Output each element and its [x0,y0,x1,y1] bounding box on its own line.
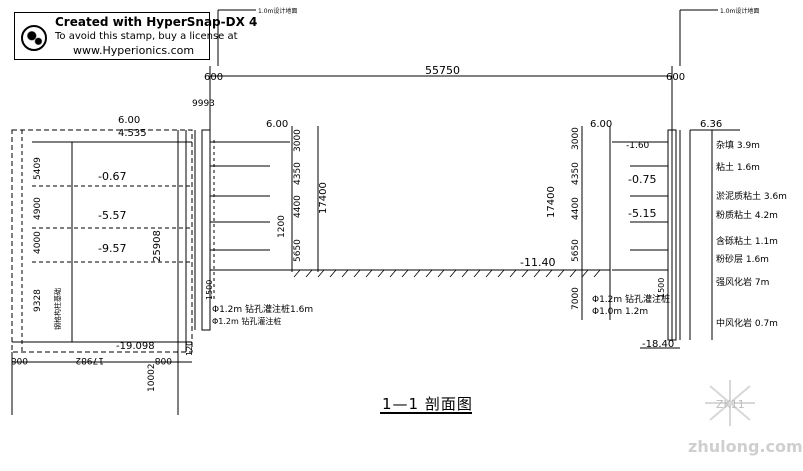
stamp-line-3: www.Hyperionics.com [73,44,195,57]
level-957: -9.57 [98,242,126,255]
left-total: 25908 [152,230,163,262]
inner-left-h2: 4350 [293,162,303,185]
left-h3: 4000 [33,231,43,254]
inner-left-h5: 5650 [293,239,303,262]
mid-left-a: 6.00 [266,119,288,130]
stamp-line-1: Created with HyperSnap-DX 4 [55,15,258,29]
section-title: 1—1 剖面图 [382,395,473,413]
top-left-a: 6.00 [118,115,140,126]
right-wall-gap: 1500 [657,278,666,298]
top-tag-right: 1.0m设计地面 [720,7,759,15]
left-pile-note: Φ1.2m 钻孔灌注桩1.6m [212,303,313,315]
soil-3: 淤泥质粘土 3.6m [716,190,787,202]
pit-hatch [293,269,601,278]
inner-right-h1: 3000 [571,127,581,150]
watermark-tag: ZK11 [716,398,745,411]
section-diagram: 55750 600 600 9993 6.00 4.535 6.00 6.00 … [11,7,787,415]
left-frame-outline [11,129,193,353]
title-underline [380,412,472,414]
inner-right-h4: 5650 [571,239,581,262]
soil-1: 杂填 3.9m [716,139,760,151]
left-bottom-a: 008 [11,355,28,365]
soil-6: 粉砂层 1.6m [716,253,769,265]
top-left-b: 4.535 [118,128,147,139]
watermark-text: zhulong.com [688,437,803,456]
level-pit: -11.40 [520,256,555,269]
stamp-line-2: To avoid this stamp, buy a license at [55,31,238,42]
level-19098: -19.098 [116,341,155,352]
top-tag-left: 1.0m设计地面 [258,7,297,15]
inner-left-h4: 1200 [277,215,287,238]
mid-right-a: 6.00 [590,119,612,130]
inner-left-h3: 4400 [293,195,303,218]
inner-left-total: 17400 [318,182,329,214]
left-wall-gap: 1500 [205,280,214,300]
soil-7: 强风化岩 7m [716,276,769,288]
small-left-dim: 9993 [192,99,215,109]
right-wall-dim: 600 [666,72,685,83]
section-drawing: 55750 600 600 9993 6.00 4.535 6.00 6.00 … [11,7,803,456]
soil-2: 粘土 1.6m [716,161,760,173]
left-h4: 9328 [33,289,43,312]
left-h1: 5409 [33,157,43,180]
left-bottom-b: 17982 [75,355,104,365]
hypersnap-logo-icon [21,25,47,51]
inner-right-h5: 7000 [571,287,581,310]
level-067: -0.67 [98,170,126,183]
right-top-level: 6.36 [700,119,722,130]
left-bottom-small: 120 [185,341,194,356]
level-557: -5.57 [98,209,126,222]
left-col-note: 钢格构柱基础 [53,288,62,330]
inner-right-total: 17400 [546,186,557,218]
level-r515: -5.15 [628,207,656,220]
left-wall-dim: 600 [204,72,223,83]
right-pile-note: Φ1.2m 钻孔灌注桩 [592,293,670,305]
left-pile-note-2: Φ1.2m 钻孔灌注桩 [212,316,281,326]
level-r160: -1.60 [626,141,650,151]
inner-right-h3: 4400 [571,197,581,220]
soil-4: 粉质粘土 4.2m [716,209,778,221]
left-bottom-total: 10002 [147,363,157,392]
inner-left-h1: 3000 [293,129,303,152]
right-pile-note-2: Φ1.0m 1.2m [592,307,648,317]
left-retaining-wall [201,129,211,331]
right-retaining-wall [667,129,677,341]
left-h2: 4900 [33,197,43,220]
inner-right-h2: 4350 [571,162,581,185]
zhulong-watermark-logo-icon: ZK11 [705,380,755,426]
level-r1840: -18.40 [642,339,674,350]
hypersnap-stamp: Created with HyperSnap-DX 4 To avoid thi… [14,12,257,60]
soil-5: 含砾粘土 1.1m [716,235,778,247]
soil-8: 中风化岩 0.7m [716,317,778,329]
level-r075: -0.75 [628,173,656,186]
left-bottom-c: 008 [155,355,172,365]
span-dim: 55750 [425,64,460,77]
